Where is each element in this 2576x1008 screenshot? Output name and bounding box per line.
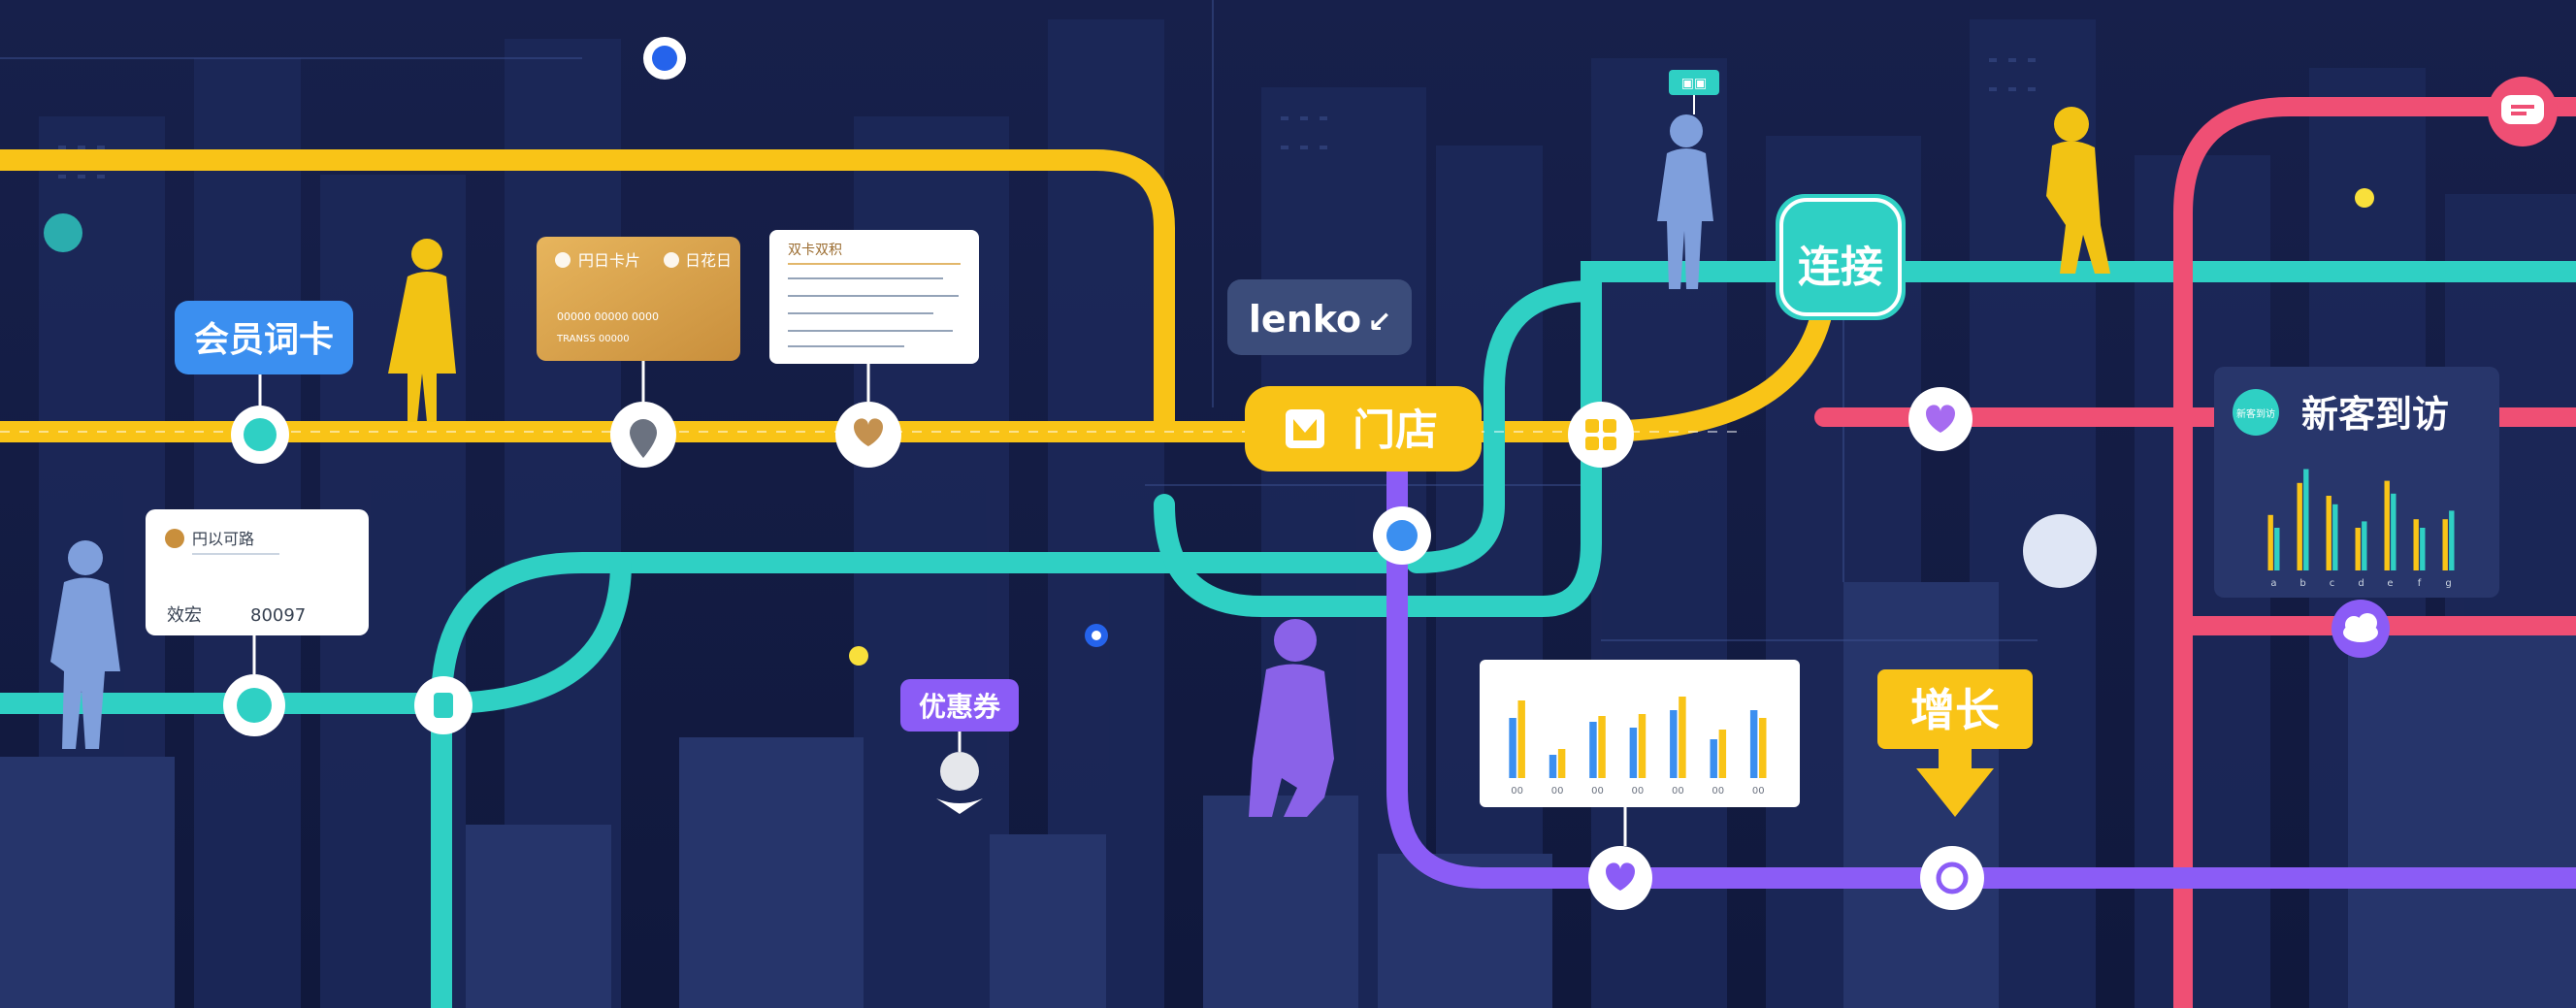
growth-label: 增长: [1910, 684, 2000, 736]
cycle-icon: [1936, 862, 1969, 894]
heart-icon: [1606, 862, 1635, 891]
chart-bar: [1718, 730, 1727, 778]
city-foreground-buildings: [0, 582, 2576, 1008]
chart-bar: [1598, 716, 1606, 778]
chart-bar: [1557, 749, 1566, 778]
purple-route-line: [1386, 455, 2576, 889]
chart-tick-label: 00: [1591, 786, 1604, 797]
grid-icon: [1585, 419, 1616, 450]
chat-bubble-icon: [2501, 95, 2544, 124]
new-visitor-chart-bars: a b c d e f g: [2267, 469, 2455, 589]
accent-dot: [2355, 188, 2374, 208]
accent-dot: [1092, 631, 1101, 640]
chart-tick-label: 00: [1551, 786, 1564, 797]
chart-bar: [1549, 755, 1557, 778]
member-card-label: 会员词卡: [194, 320, 334, 360]
gold-card-line2: TRANSS 00000: [556, 334, 630, 344]
chart-bar: [2355, 528, 2361, 570]
new-visitor-label: 新客到访: [2301, 393, 2449, 436]
chart-bar: [1638, 714, 1647, 778]
cloud-icon: [2343, 613, 2378, 642]
chart-bar: [2449, 510, 2455, 570]
growth-chart-bars: 00 00 00 00 00 00 00: [1509, 697, 1767, 797]
chart-bar: [1629, 728, 1638, 778]
chart-tick-label: d: [2358, 578, 2364, 589]
connect-tag: 连接: [1776, 194, 1906, 320]
chart-bar: [1589, 722, 1597, 778]
gold-card-title: 円日卡片: [578, 251, 640, 270]
gold-member-card: 円日卡片 日花日 00000 00000 0000 TRANSS 00000: [537, 237, 740, 402]
growth-tag: 增长: [1877, 669, 2033, 817]
lenko-tag: lenko ↙: [1227, 279, 1412, 355]
receipt-title: 双卡双积: [788, 243, 842, 258]
chart-tick-label: 00: [1632, 786, 1645, 797]
gold-card-brand: 日花日: [685, 251, 732, 270]
chart-bar: [1670, 710, 1678, 778]
chart-tick-label: 00: [1511, 786, 1523, 797]
person-silhouette-blue-2: [50, 540, 120, 749]
chart-bar: [2332, 504, 2338, 570]
chart-bar: [2391, 493, 2397, 570]
store-tag: 门店: [1245, 386, 1482, 471]
person-silhouette-white: [2023, 514, 2097, 588]
growth-chart-panel: 00 00 00 00 00 00 00: [1480, 660, 1800, 846]
chart-tick-label: a: [2270, 578, 2276, 589]
person-silhouette-yellow-2: [2046, 107, 2110, 274]
chart-bar: [1710, 739, 1717, 778]
chart-bar: [2362, 521, 2367, 570]
white-member-card: 円以可路 效宏 80097: [146, 509, 369, 674]
coupon-label: 优惠券: [919, 691, 1001, 723]
arrow-icon: ↙: [1367, 306, 1391, 340]
person-silhouette-blue: [1657, 114, 1713, 289]
connect-label: 连接: [1798, 243, 1883, 292]
teal-route-line-branch: [431, 261, 2576, 1008]
lenko-label: lenko: [1249, 298, 1361, 341]
accent-dot: [849, 646, 868, 666]
heart-icon: [1926, 405, 1955, 433]
chart-bar: [2384, 480, 2390, 570]
chart-bar: [1759, 718, 1767, 778]
chart-bar: [1517, 700, 1525, 778]
chart-bar: [2297, 482, 2302, 570]
building-windows: [58, 58, 2036, 179]
chart-tick-label: 00: [1712, 786, 1724, 797]
chart-tick-label: 00: [1672, 786, 1684, 797]
new-visitor-panel: 新客到访 新客到访 a b c d e f g: [2214, 367, 2499, 598]
chart-bar: [1509, 718, 1516, 778]
chart-tick-label: 00: [1752, 786, 1765, 797]
chart-tick-label: f: [2418, 578, 2422, 589]
chart-tick-label: c: [2330, 578, 2335, 589]
person-silhouette-purple: [1249, 619, 1334, 817]
chart-bar: [2274, 528, 2280, 570]
heart-icon: [854, 418, 883, 446]
chart-tick-label: g: [2445, 578, 2451, 589]
chart-bar: [1679, 697, 1686, 778]
white-card-bottom-right: 80097: [250, 605, 306, 626]
gold-card-line1: 00000 00000 0000: [557, 310, 659, 323]
chart-bar: [2303, 469, 2309, 570]
top-badge: ▣▣: [1669, 70, 1719, 114]
new-visitor-badge: 新客到访: [2236, 407, 2275, 420]
receipt-card: 双卡双积: [769, 230, 979, 402]
top-badge-icon: ▣▣: [1681, 76, 1707, 91]
chart-tick-label: e: [2387, 578, 2393, 589]
card-icon: [434, 693, 453, 718]
coupon-tag: 优惠券: [900, 679, 1019, 814]
white-card-brand: 円以可路: [192, 530, 254, 548]
chart-bar: [2267, 514, 2273, 570]
chart-bar: [2442, 519, 2448, 570]
store-label: 门店: [1353, 406, 1438, 455]
location-pin-icon: [630, 419, 657, 458]
member-card-tag: 会员词卡: [175, 301, 353, 407]
chart-tick-label: b: [2299, 578, 2305, 589]
chart-bar: [2413, 519, 2419, 570]
chart-bar: [2420, 528, 2426, 570]
chart-bar: [1749, 710, 1758, 778]
chart-bar: [2326, 496, 2331, 570]
station-nodes: [44, 37, 2558, 910]
person-silhouette-yellow: [388, 239, 456, 422]
white-card-bottom-left: 效宏: [167, 605, 202, 626]
